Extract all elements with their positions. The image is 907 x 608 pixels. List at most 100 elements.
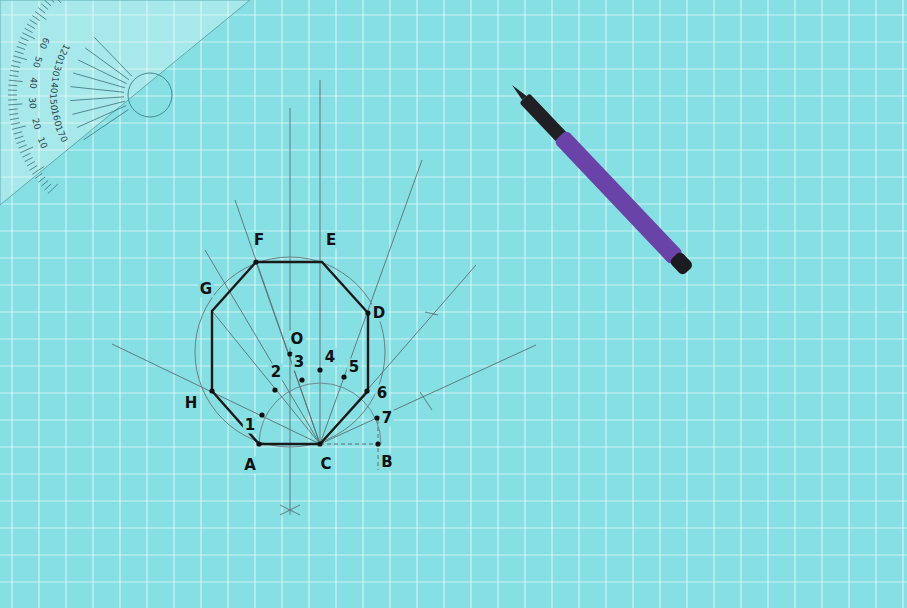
protractor-tick	[11, 123, 20, 125]
protractor-radial	[77, 106, 126, 128]
grid-line	[0, 311, 907, 312]
point-dot	[209, 388, 214, 393]
pen-tip	[510, 83, 527, 100]
point-label: 2	[269, 364, 283, 381]
protractor-tick	[30, 20, 38, 25]
arc-cross	[280, 505, 300, 515]
protractor-tick	[14, 56, 27, 60]
point-dot	[299, 377, 304, 382]
point-label: E	[324, 232, 338, 249]
protractor-tick	[27, 24, 35, 29]
grid-line	[605, 0, 606, 608]
grid-line	[0, 527, 907, 528]
protractor-number: 60	[37, 36, 50, 50]
protractor-radial	[73, 73, 125, 88]
grid-line	[0, 554, 907, 555]
octagon	[212, 262, 368, 444]
protractor-tick	[51, 0, 61, 3]
protractor-body	[0, 0, 250, 205]
point-label: 7	[380, 410, 394, 427]
point-dot	[259, 412, 264, 417]
grid-line	[254, 0, 255, 608]
grid-line	[740, 0, 741, 608]
protractor-tick	[18, 145, 26, 148]
protractor-number: 40	[28, 76, 38, 88]
point-label: A	[242, 457, 258, 474]
protractor-number: 120	[55, 43, 71, 62]
protractor-tick	[17, 140, 25, 143]
grid-line	[686, 0, 687, 608]
protractor-tick	[22, 153, 30, 157]
grid-line	[0, 365, 907, 366]
point-label: H	[183, 395, 200, 412]
protractor-tick	[9, 108, 18, 110]
protractor-tick	[17, 46, 25, 49]
protractor-number: 130	[50, 59, 63, 78]
protractor-tick	[25, 157, 33, 161]
point-label: 3	[292, 354, 306, 371]
point-label: 6	[375, 385, 389, 402]
octagon-construction	[112, 80, 536, 515]
protractor-number: 50	[31, 56, 43, 69]
grid-line	[146, 0, 147, 608]
protractor-number: 160	[49, 109, 62, 128]
grid-line	[794, 0, 795, 608]
arc-mark	[425, 312, 438, 315]
protractor-radial	[70, 87, 124, 93]
point-dot	[364, 388, 369, 393]
grid-line	[767, 0, 768, 608]
point-dot	[272, 387, 277, 392]
point-label: G	[198, 281, 214, 298]
protractor-number: 170	[54, 125, 69, 144]
protractor-tick	[22, 33, 35, 39]
point-dot	[253, 259, 258, 264]
grid-line	[0, 581, 907, 582]
protractor-tick	[9, 75, 18, 76]
pen	[505, 79, 694, 277]
grid-line	[497, 0, 498, 608]
protractor-number: 140	[48, 76, 59, 94]
protractor-tick	[27, 162, 35, 167]
protractor-tick	[41, 180, 48, 186]
grid-line	[632, 0, 633, 608]
protractor-tick	[15, 51, 24, 54]
point-label: 4	[323, 349, 337, 366]
grid-line	[443, 0, 444, 608]
protractor-tick	[44, 0, 51, 6]
dashed-line	[320, 444, 380, 445]
protractor	[0, 0, 250, 205]
protractor-tick	[11, 65, 20, 67]
protractor-tick	[48, 0, 54, 3]
grid-line	[902, 0, 903, 608]
protractor-tick	[8, 90, 17, 91]
grid-line	[821, 0, 822, 608]
arc-mark	[420, 392, 432, 410]
construction-line	[320, 345, 536, 444]
grid-line	[0, 149, 907, 150]
point-label: F	[252, 232, 266, 249]
protractor-radial	[94, 37, 132, 76]
grid-line	[0, 203, 907, 204]
construction-line	[205, 250, 320, 444]
grid-line	[848, 0, 849, 608]
grid-line	[227, 0, 228, 608]
protractor-tick	[12, 126, 26, 129]
pen-cap	[669, 251, 694, 277]
protractor-centre-arc	[128, 73, 172, 117]
grid-line	[0, 419, 907, 420]
grid-line	[524, 0, 525, 608]
grid-line	[551, 0, 552, 608]
grid-line	[0, 230, 907, 231]
protractor-tick	[8, 85, 17, 87]
grid-line	[173, 0, 174, 608]
grid-line	[416, 0, 417, 608]
grid-line	[0, 473, 907, 474]
protractor-tick	[30, 165, 38, 170]
point-label: O	[289, 331, 306, 348]
protractor-tick	[9, 80, 23, 81]
protractor-tick	[20, 37, 28, 41]
grid-line	[0, 176, 907, 177]
